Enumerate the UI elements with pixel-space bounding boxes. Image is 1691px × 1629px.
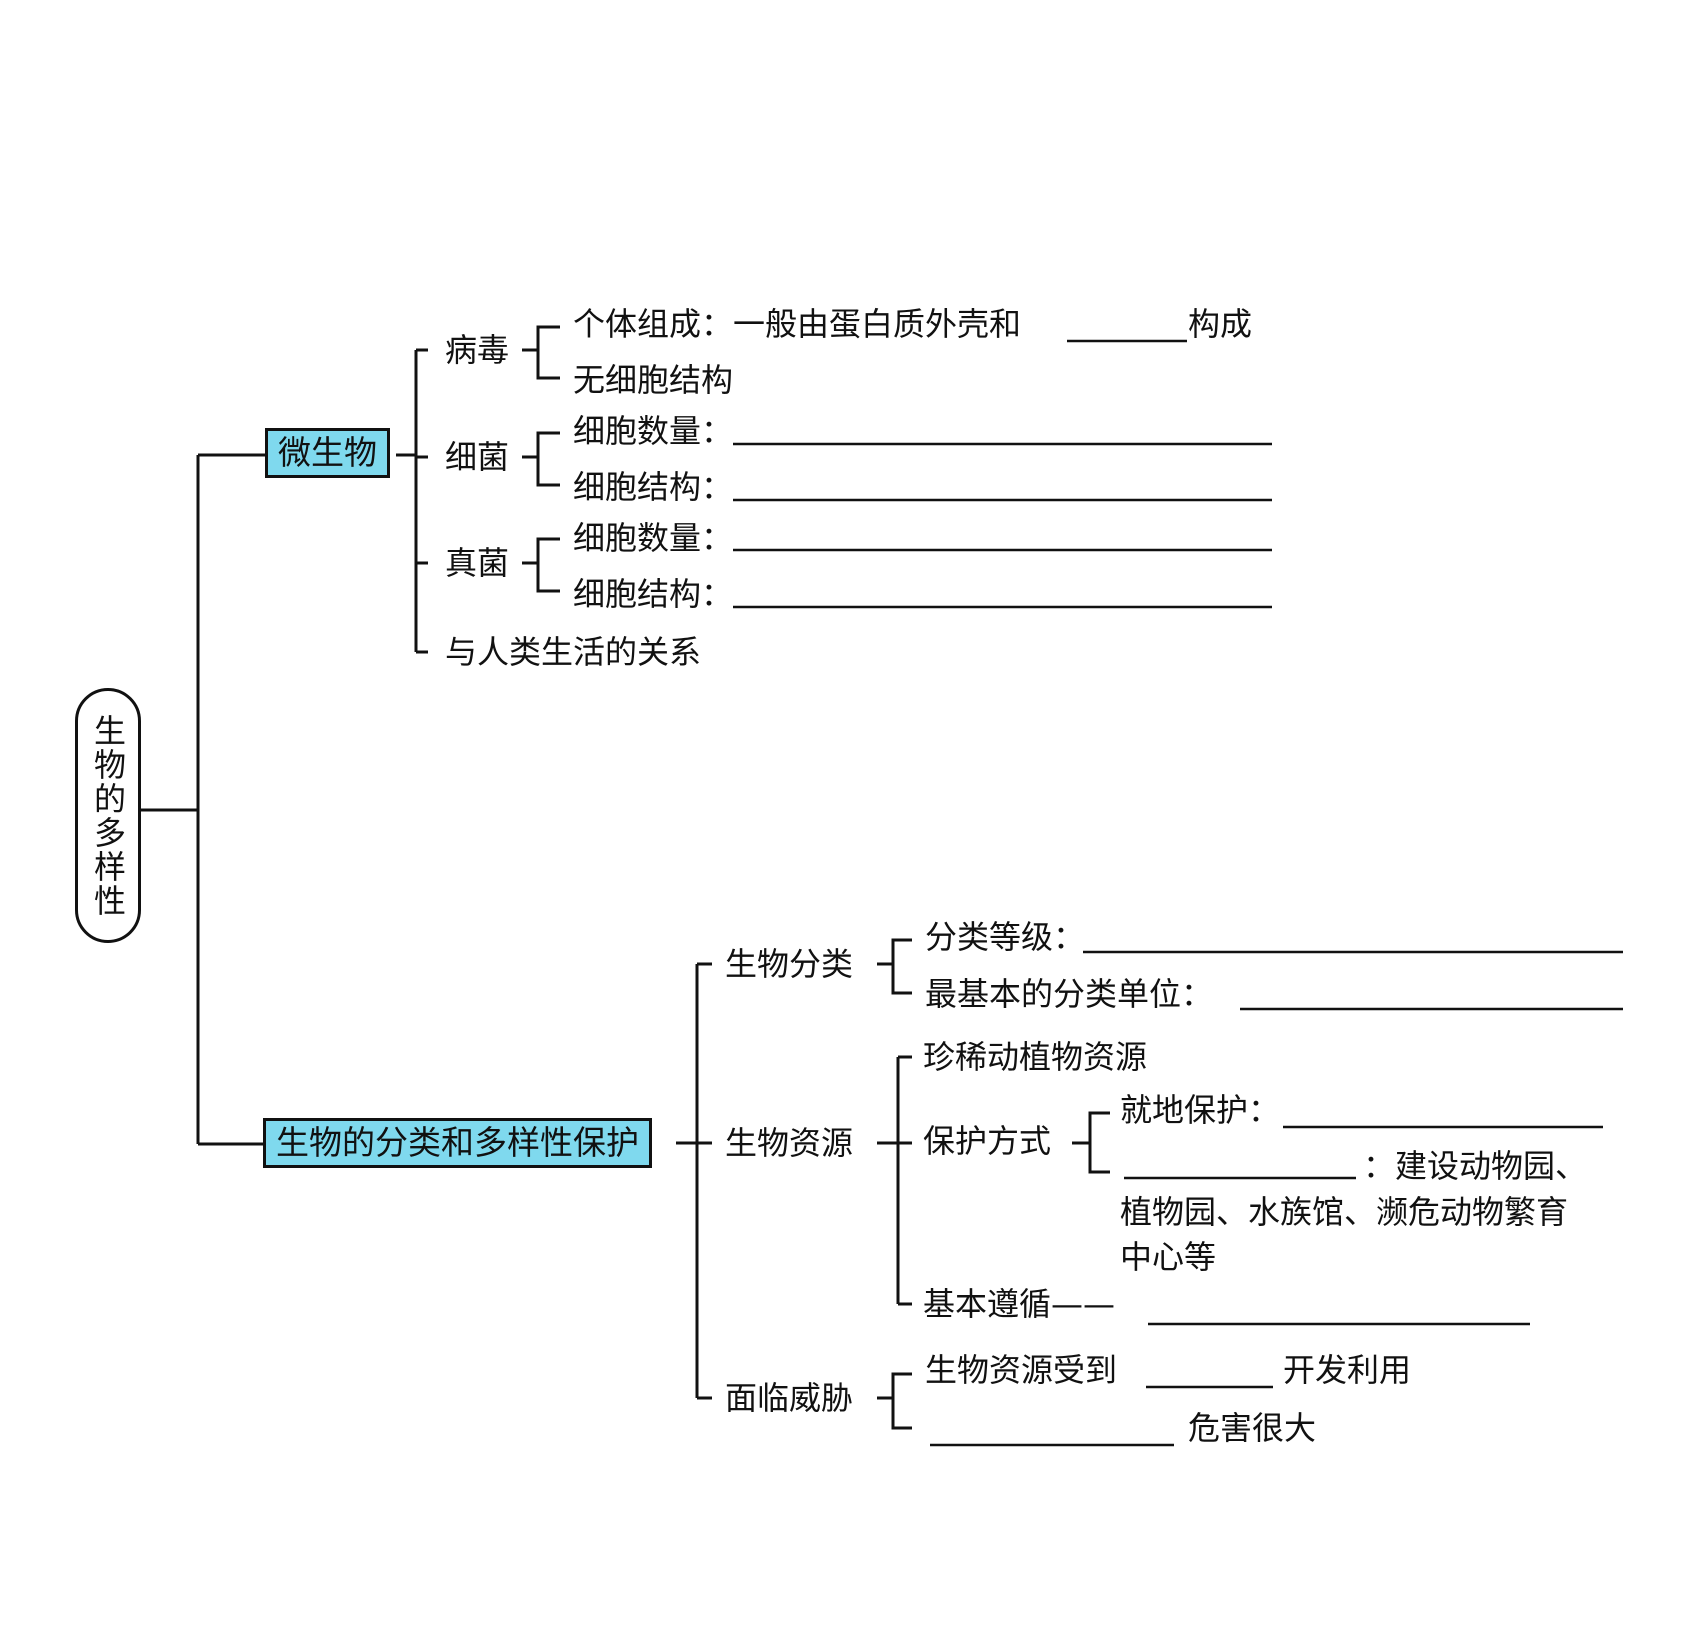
node-protection-methods: 保护方式 — [923, 1122, 1052, 1160]
node-relation: 与人类生活的关系 — [445, 633, 702, 671]
root-label: 生物的多样性 — [89, 713, 127, 918]
node-virus: 病毒 — [445, 331, 510, 369]
node-threats: 面临威胁 — [725, 1379, 854, 1417]
virus-structure: 无细胞结构 — [573, 361, 734, 399]
node-fungi: 真菌 — [445, 544, 510, 582]
node-classification: 生物的分类和多样性保护 — [263, 1118, 652, 1168]
rare-resources: 珍稀动植物资源 — [923, 1038, 1148, 1076]
exsitu-line1: ：建设动物园、 — [1363, 1147, 1588, 1185]
fungi-cell-count: 细胞数量： — [573, 519, 734, 557]
node-bio-classification: 生物分类 — [725, 945, 854, 983]
root-node: 生物的多样性 — [75, 688, 141, 943]
threat-harm: 危害很大 — [1188, 1409, 1317, 1447]
exsitu-line2: 植物园、水族馆、濒危动物繁育 — [1120, 1193, 1569, 1231]
basic-unit: 最基本的分类单位： — [925, 975, 1214, 1013]
fungi-cell-structure: 细胞结构： — [573, 575, 734, 613]
node-microbes: 微生物 — [265, 428, 390, 478]
exsitu-line3: 中心等 — [1120, 1238, 1217, 1276]
bacteria-cell-structure: 细胞结构： — [573, 468, 734, 506]
classification-levels: 分类等级： — [925, 918, 1086, 956]
insitu-protection: 就地保护： — [1120, 1091, 1281, 1129]
threat-overuse-suffix: 开发利用 — [1283, 1351, 1412, 1389]
threat-overuse: 生物资源受到 — [925, 1351, 1118, 1389]
node-bacteria: 细菌 — [445, 438, 510, 476]
basic-principle: 基本遵循—— — [923, 1285, 1116, 1323]
virus-composition-suffix: 构成 — [1188, 305, 1253, 343]
virus-composition: 个体组成：一般由蛋白质外壳和 — [573, 305, 1022, 343]
bacteria-cell-count: 细胞数量： — [573, 412, 734, 450]
node-bio-resources: 生物资源 — [725, 1124, 854, 1162]
